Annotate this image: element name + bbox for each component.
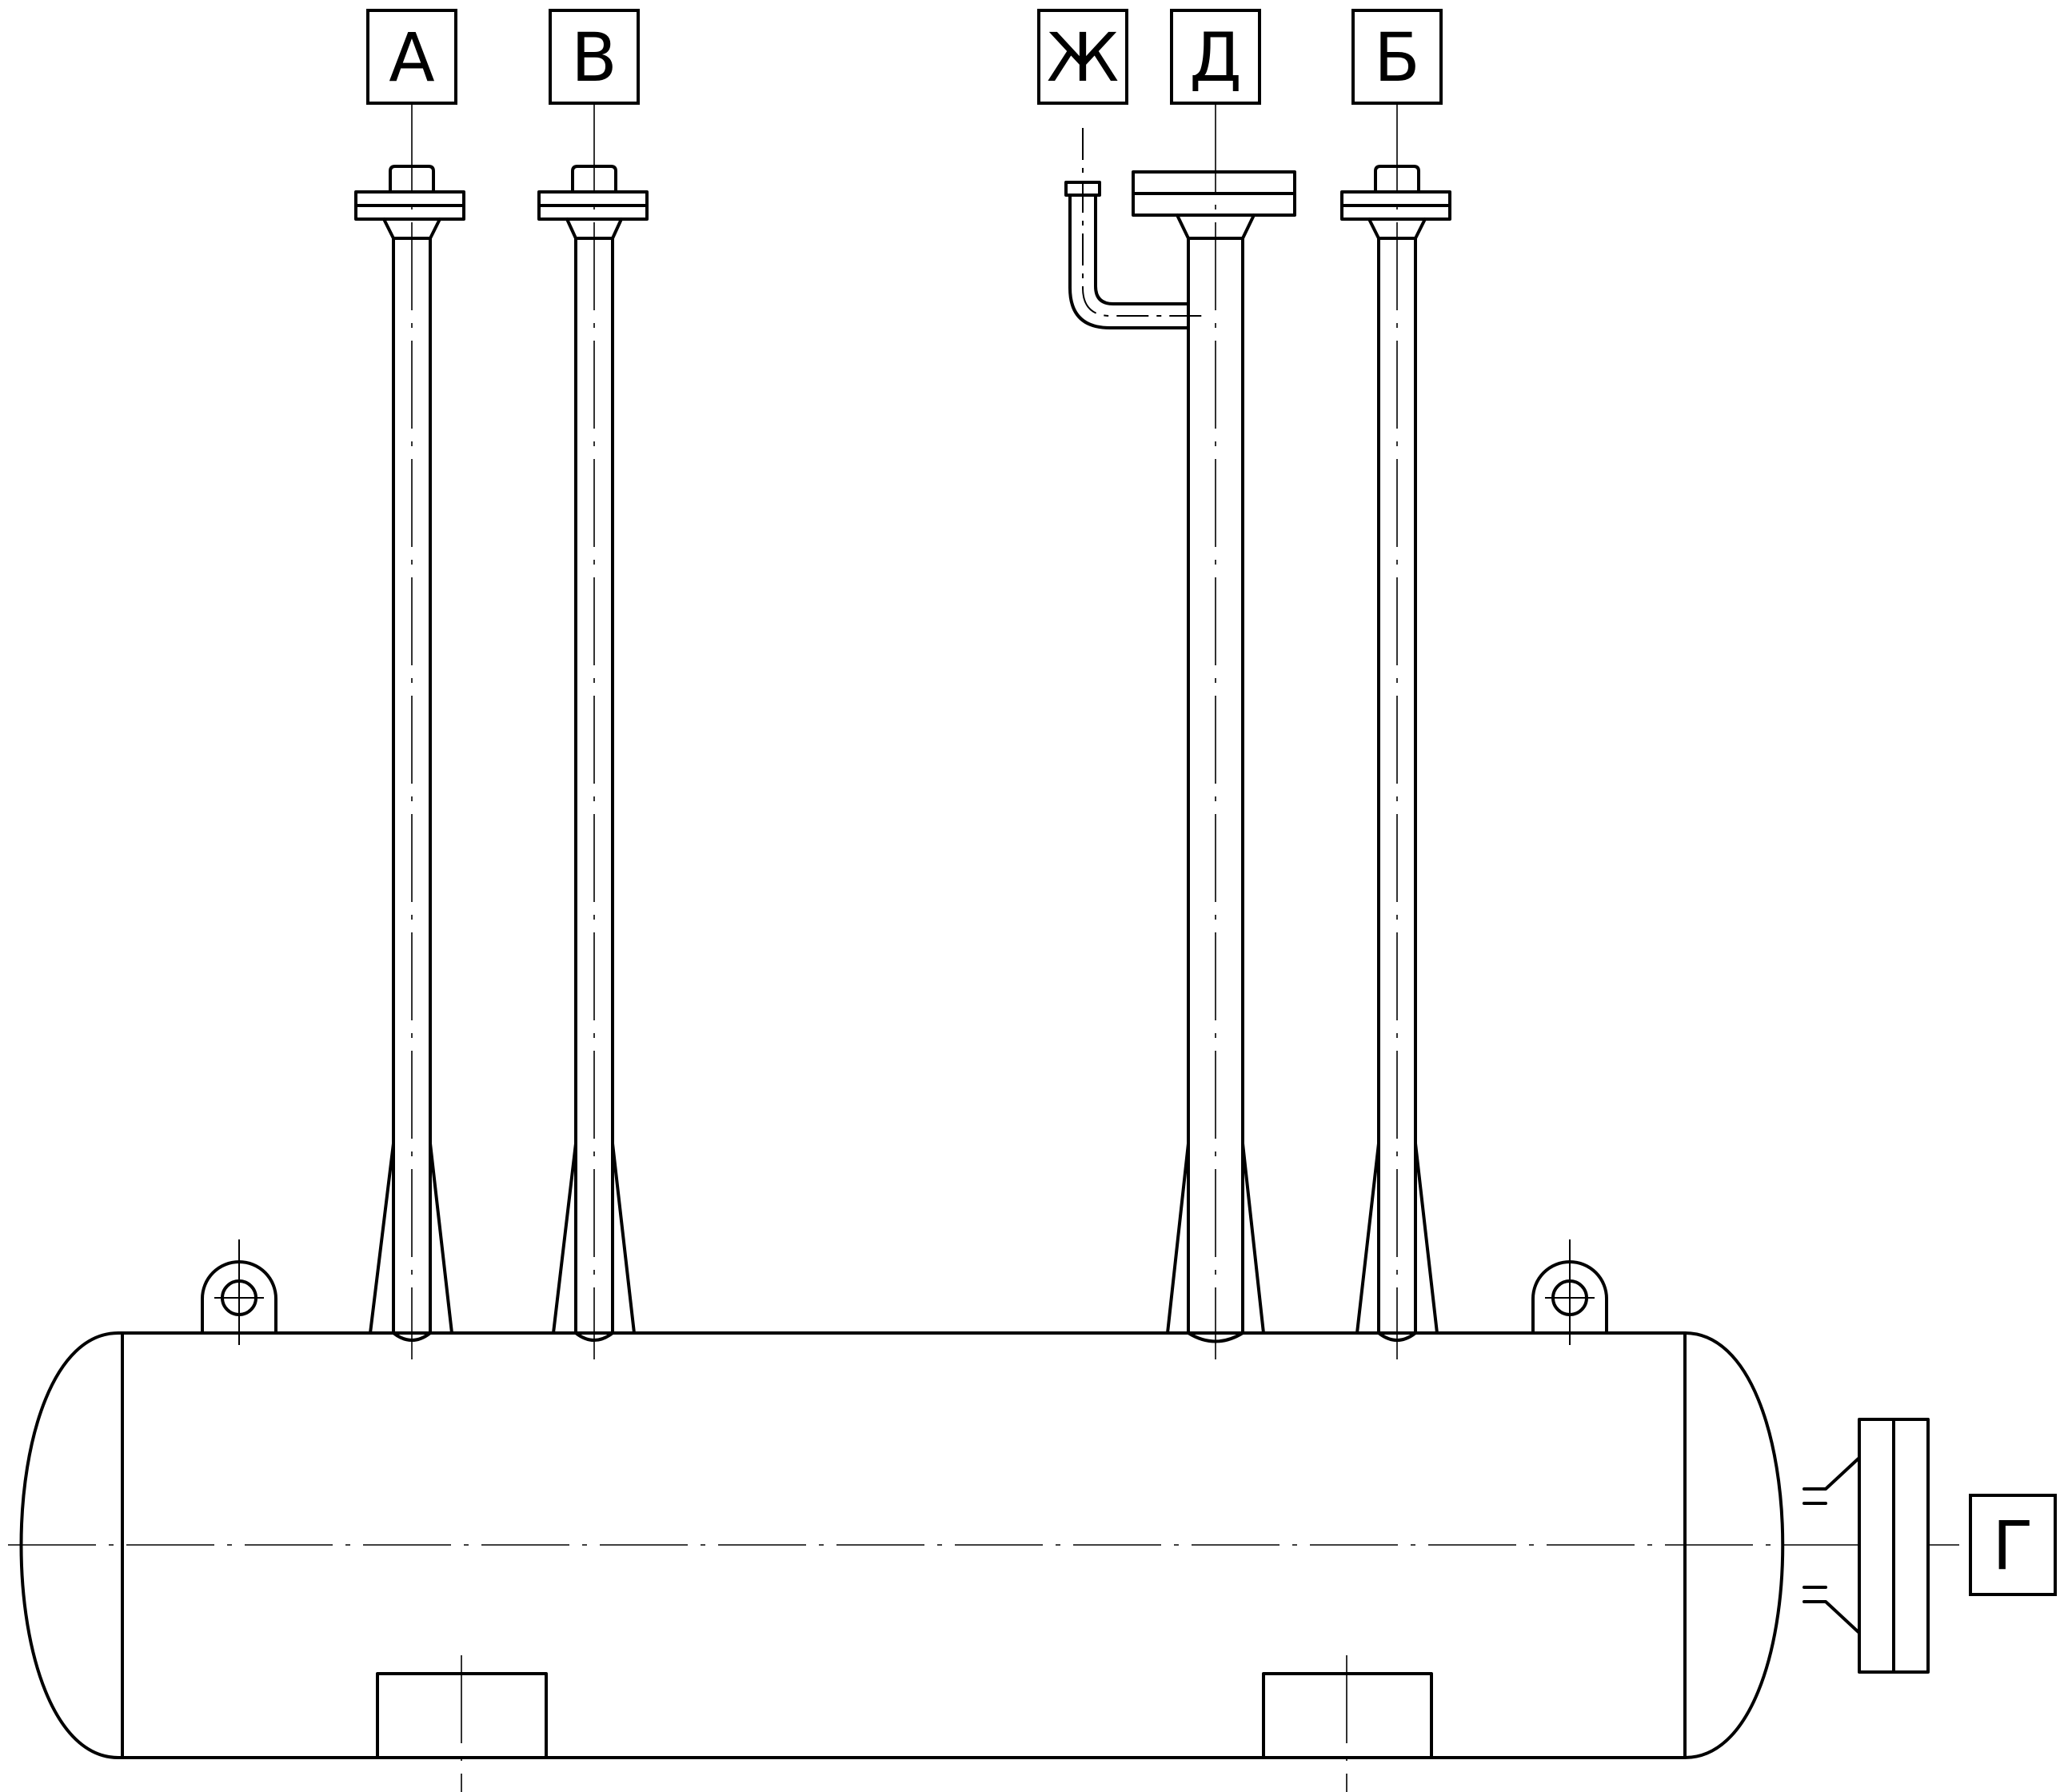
label-b: Б	[1351, 9, 1443, 105]
label-a: А	[366, 9, 457, 105]
nozzle-a	[354, 104, 465, 1359]
label-g: Г	[1969, 1494, 2057, 1596]
svg-text:Ж: Ж	[1047, 18, 1119, 97]
saddle-support-right	[1262, 1655, 1433, 1792]
svg-text:Г: Г	[1992, 1507, 2033, 1585]
saddle-support-left	[376, 1655, 548, 1792]
label-zh: Ж	[1037, 9, 1128, 105]
lifting-lug-left	[201, 1239, 277, 1345]
nozzle-g	[1802, 1418, 1930, 1674]
svg-text:А: А	[389, 18, 434, 97]
nozzle-zh-branch	[1064, 128, 1208, 329]
nozzle-d	[1132, 104, 1296, 1359]
nozzle-v	[537, 104, 649, 1359]
svg-text:Б: Б	[1374, 18, 1420, 97]
svg-text:В: В	[571, 18, 617, 97]
svg-text:Д: Д	[1189, 18, 1242, 97]
lifting-lug-right	[1531, 1239, 1608, 1345]
label-d: Д	[1170, 9, 1261, 105]
nozzle-b	[1340, 104, 1451, 1359]
label-v: В	[549, 9, 640, 105]
